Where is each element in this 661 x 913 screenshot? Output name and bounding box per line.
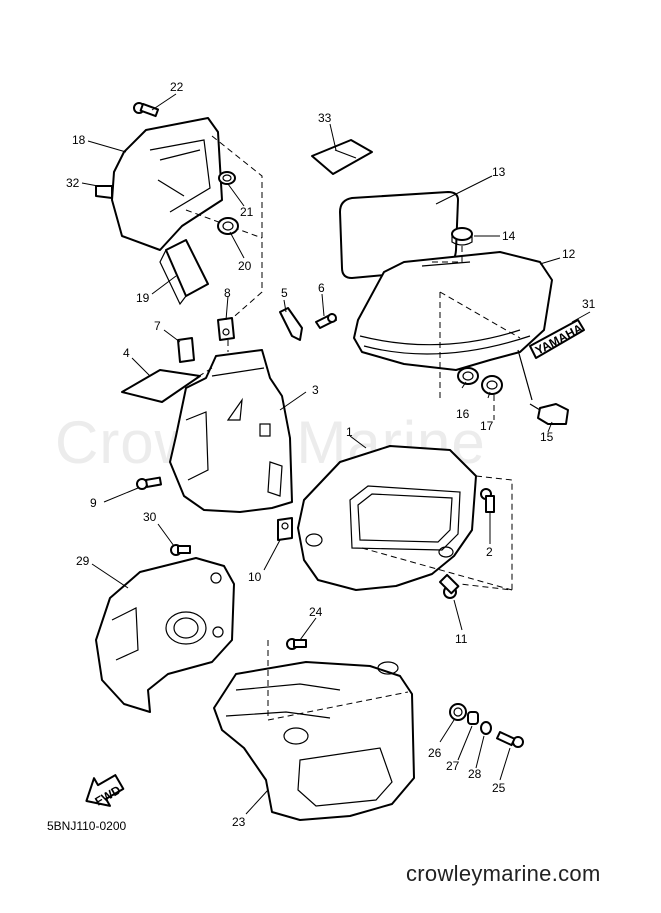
forward-arrow xyxy=(85,774,125,807)
decal-33 xyxy=(311,139,373,175)
footer-url[interactable]: crowleymarine.com xyxy=(406,861,601,886)
callout-8: 8 xyxy=(224,286,231,300)
callout-18: 18 xyxy=(72,133,86,147)
callout-23: 23 xyxy=(232,815,246,829)
callout-17: 17 xyxy=(480,419,494,433)
callout-20: 20 xyxy=(238,259,252,273)
callout-33: 33 xyxy=(318,111,332,125)
yamaha-decal-31 xyxy=(529,319,585,359)
callout-16: 16 xyxy=(456,407,470,421)
callout-6: 6 xyxy=(318,281,325,295)
gear-cover-29 xyxy=(95,557,235,713)
callout-11: 11 xyxy=(455,632,468,646)
tab-32 xyxy=(95,185,113,199)
grommet-26 xyxy=(449,703,467,721)
bolt-11 xyxy=(439,573,460,599)
callout-2: 2 xyxy=(486,545,493,559)
callout-15: 15 xyxy=(540,430,554,444)
callout-28: 28 xyxy=(468,767,482,781)
callout-29: 29 xyxy=(76,554,90,568)
screw-24 xyxy=(286,638,307,650)
callout-13: 13 xyxy=(492,165,506,179)
pad-7 xyxy=(177,337,195,363)
bolt-6 xyxy=(315,313,337,329)
grommet-21 xyxy=(218,171,236,185)
foam-block-19 xyxy=(159,239,209,306)
callout-27: 27 xyxy=(446,759,460,773)
grommet-14 xyxy=(428,227,473,263)
connector-15 xyxy=(517,349,569,425)
top-cowling-12 xyxy=(353,251,553,400)
callout-4: 4 xyxy=(123,346,130,360)
callout-31: 31 xyxy=(582,297,596,311)
callout-26: 26 xyxy=(428,746,442,760)
callout-24: 24 xyxy=(309,605,323,619)
washer-28 xyxy=(480,721,492,735)
clip-8 xyxy=(217,317,235,341)
fitting-17 xyxy=(481,375,503,420)
bolt-25 xyxy=(496,731,524,748)
callout-3: 3 xyxy=(312,383,319,397)
callout-30: 30 xyxy=(143,510,157,524)
callout-19: 19 xyxy=(136,291,150,305)
callout-numbers: 22 18 32 21 20 19 33 13 14 12 31 16 17 1… xyxy=(66,80,596,829)
callout-25: 25 xyxy=(492,781,506,795)
collar-27 xyxy=(467,711,479,725)
callout-9: 9 xyxy=(90,496,97,510)
bracket-housing-3 xyxy=(169,340,293,513)
silencer-1 xyxy=(297,445,513,591)
callout-7: 7 xyxy=(154,319,161,333)
callout-32: 32 xyxy=(66,176,80,190)
nut-16 xyxy=(457,367,479,385)
sheet-13 xyxy=(339,191,459,279)
callout-5: 5 xyxy=(281,286,288,300)
lower-cover-23 xyxy=(213,640,415,821)
leader-lines xyxy=(81,93,591,815)
bracket-5 xyxy=(279,307,303,341)
screw-22 xyxy=(133,102,160,118)
callout-22: 22 xyxy=(170,80,184,94)
callout-14: 14 xyxy=(502,229,516,243)
screw-9 xyxy=(136,476,163,490)
diagram-code: 5BNJ110-0200 xyxy=(47,819,127,833)
clip-10 xyxy=(277,517,293,541)
callout-10: 10 xyxy=(248,570,262,584)
screw-30 xyxy=(170,544,191,556)
bolt-2 xyxy=(480,488,495,513)
grommet-20 xyxy=(217,217,239,235)
callout-1: 1 xyxy=(346,425,353,439)
callout-21: 21 xyxy=(240,205,254,219)
callout-12: 12 xyxy=(562,247,576,261)
